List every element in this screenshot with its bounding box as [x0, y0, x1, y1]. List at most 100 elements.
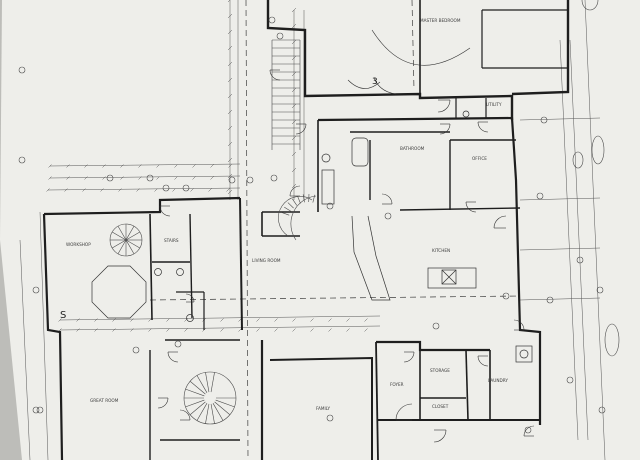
- dimension-tick: [227, 13, 233, 19]
- stair-tread: [287, 202, 294, 209]
- door-arc: [513, 319, 525, 331]
- kitchen-fixtures: [351, 215, 477, 301]
- dimension-tick: [112, 328, 116, 332]
- dimension-tick: [66, 164, 70, 168]
- stairs: [109, 39, 317, 425]
- dimension-tick: [227, 45, 233, 51]
- dimension-tick: [166, 328, 170, 332]
- dimension-tick: [227, 189, 233, 195]
- grid-marker-circle: [32, 406, 40, 414]
- dimension-ticks: [46, 0, 368, 332]
- stair-tread: [196, 375, 208, 393]
- master-curves: [347, 29, 471, 95]
- door-arc: [185, 293, 195, 303]
- stair-tread: [125, 231, 141, 241]
- dimension-tick: [184, 318, 188, 322]
- stair-tread: [210, 403, 215, 424]
- dimension-tick: [227, 109, 233, 115]
- stair-tread: [125, 225, 135, 241]
- dimension-tick: [227, 77, 233, 83]
- walls: [42, 0, 570, 460]
- grid-marker-circle: [228, 176, 236, 184]
- door-arc: [157, 397, 169, 409]
- dimension-tick: [172, 188, 176, 192]
- bath-fixtures: [154, 110, 533, 363]
- grid-marker-circle: [182, 184, 190, 192]
- dimension-tick: [291, 7, 297, 13]
- door-arc: [179, 409, 191, 421]
- stair-tread: [312, 194, 316, 203]
- dimension-tick: [76, 328, 80, 332]
- dimension-tick: [227, 29, 233, 35]
- door-arc: [395, 403, 413, 421]
- label-master-bedroom: MASTER BEDROOM: [420, 18, 461, 23]
- dimension-tick: [291, 103, 297, 109]
- dimension-tick: [210, 164, 214, 168]
- door-arc: [433, 429, 447, 443]
- label-great-room: GREAT ROOM: [90, 398, 119, 403]
- grid-marker-circle: [326, 414, 334, 422]
- dimension-tick: [120, 176, 124, 180]
- grid-marker-circle: [598, 406, 606, 414]
- label-master-bath: BATHROOM: [400, 146, 425, 151]
- grid-marker-circle: [174, 340, 182, 348]
- grid-marker-circle: [384, 212, 392, 220]
- stair-tread: [302, 194, 305, 203]
- label-utility: UTILITY: [486, 102, 502, 107]
- stair-number-annotation: 3: [372, 77, 378, 87]
- dimension-tick: [102, 164, 106, 168]
- stair-tread: [281, 212, 290, 216]
- door-arc: [381, 193, 393, 205]
- reference-lines: [149, 0, 521, 460]
- dimension-tick: [292, 318, 296, 322]
- door-arc: [523, 425, 535, 437]
- door-arc: [289, 185, 301, 197]
- dimension-tick: [66, 176, 70, 180]
- grid-marker-circle: [276, 32, 284, 40]
- markers: [18, 16, 606, 434]
- door-swings: [157, 69, 535, 443]
- label-closet: CLOSET: [432, 404, 449, 409]
- label-stair-hall: STAIRS: [164, 238, 179, 243]
- dimension-tick: [220, 318, 224, 322]
- stair-tread: [214, 401, 231, 415]
- dimension-tick: [256, 328, 260, 332]
- dimension-tick: [310, 328, 314, 332]
- grid-marker-circle: [596, 286, 604, 294]
- dimension-tick: [94, 328, 98, 332]
- dimension-tick: [166, 318, 170, 322]
- dimension-tick: [364, 318, 368, 322]
- grid-marker-circle: [18, 156, 26, 164]
- dimension-tick: [82, 188, 86, 192]
- door-arc: [295, 123, 307, 135]
- grid-marker-circle: [268, 16, 276, 24]
- dimension-tick: [227, 125, 233, 131]
- room-labels: MASTER BEDROOM BATHROOM OFFICE KITCHEN L…: [66, 18, 508, 411]
- grid-bubbles: [572, 0, 620, 357]
- door-arc: [269, 69, 281, 81]
- dimension-tick: [48, 164, 52, 168]
- grid-marker-circle: [432, 322, 440, 330]
- dimension-tick: [310, 318, 314, 322]
- dimension-tick: [174, 176, 178, 180]
- label-laundry: LAUNDRY: [488, 378, 508, 383]
- grid-marker-circle: [536, 192, 544, 200]
- dimension-tick: [46, 188, 50, 192]
- grid-marker-circle: [540, 116, 548, 124]
- label-storage: STORAGE: [430, 368, 450, 373]
- dimension-tick: [192, 176, 196, 180]
- door-arc: [465, 201, 477, 213]
- dimension-tick: [228, 164, 232, 168]
- dimension-tick: [291, 167, 297, 173]
- door-arc: [477, 121, 489, 133]
- stair-tread: [210, 372, 215, 393]
- dimension-tick: [291, 23, 297, 29]
- dimension-tick: [48, 176, 52, 180]
- dimension-tick: [174, 164, 178, 168]
- dimension-tick: [192, 164, 196, 168]
- grid-marker-circle: [546, 296, 554, 304]
- stair-tread: [189, 401, 206, 415]
- grid-marker-circle: [36, 406, 44, 414]
